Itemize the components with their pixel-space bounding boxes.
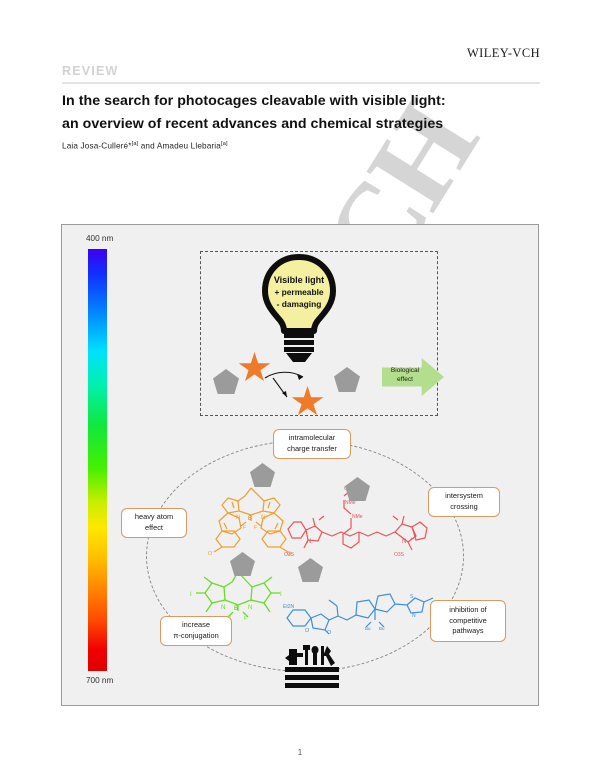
callout-isc-line-1: intersystem — [445, 491, 483, 501]
author-line: Laia Josa-Culleré*[a] and Amadeu Llebari… — [62, 141, 228, 151]
callout-inhibition-competitive-pathways[interactable]: inhibition of competitive pathways — [430, 600, 506, 642]
callout-ict-line-1: intramolecular — [288, 433, 336, 443]
callout-heavy-line-1: heavy atom — [134, 512, 174, 522]
biological-effect-label: Biological effect — [382, 367, 428, 385]
publisher-logo: WILEY-VCH — [466, 46, 540, 60]
iodine-right: I — [280, 592, 282, 598]
callout-intersystem-crossing[interactable]: intersystem crossing — [428, 487, 500, 517]
callout-ict-line-2: charge transfer — [287, 444, 337, 453]
svg-text:O: O — [305, 628, 310, 634]
fluorene-bu-1: Bu — [365, 626, 371, 631]
toolbox-icon — [285, 645, 339, 688]
svg-text:F: F — [254, 525, 257, 531]
spectrum-top-label: 400 nm — [86, 234, 114, 243]
second-author-affiliation: [a] — [220, 141, 228, 147]
cleavage-arrow-group — [264, 371, 304, 398]
section-kicker: REVIEW — [62, 64, 119, 78]
biological-effect-line-1: Biological — [390, 367, 420, 374]
svg-text:N: N — [402, 539, 406, 545]
iodine-left: I — [190, 592, 192, 598]
spectrum-bottom-label: 700 nm — [86, 676, 114, 685]
svg-text:+: + — [410, 536, 413, 541]
page-title: In the search for photocages cleavable w… — [62, 93, 446, 132]
uncaging-scheme-panel — [200, 251, 438, 416]
svg-text:F: F — [243, 525, 246, 531]
svg-text:N: N — [261, 515, 265, 521]
page-number: 1 — [297, 748, 303, 757]
lightbulb-icon: Visible light + permeable - damaging — [261, 254, 337, 364]
header-divider — [62, 82, 540, 84]
svg-text:O: O — [208, 551, 213, 556]
callout-heavy-line-2: effect — [145, 523, 163, 532]
svg-text:B: B — [234, 606, 238, 612]
svg-text:B: B — [248, 516, 252, 522]
callout-incr-line-1: increase — [182, 620, 210, 630]
cyanine-nme-upper: NMe — [345, 500, 356, 506]
biological-effect-line-2: effect — [396, 375, 413, 383]
callout-inhib-line-3: pathways — [452, 626, 484, 636]
structure-orange-bodipy: N N B F F O O — [208, 487, 292, 556]
callout-intramolecular-charge-transfer[interactable]: intramolecular charge transfer — [273, 429, 351, 459]
structure-red-cyanine: N N + NMe NMe O O3S O3S — [284, 486, 428, 558]
svg-text:N: N — [221, 605, 225, 611]
cyanine-sulfonate-left: O3S — [284, 552, 295, 558]
second-author: Amadeu Llebaria — [156, 141, 221, 151]
svg-text:O: O — [287, 551, 292, 556]
svg-text:S: S — [410, 594, 414, 600]
first-author: Laia Josa-Culleré* — [62, 141, 132, 151]
author-conjunction: and — [140, 141, 155, 151]
svg-text:N: N — [236, 515, 240, 521]
callout-isc-line-2: crossing — [450, 502, 478, 511]
svg-text:F: F — [244, 616, 247, 622]
cyanine-sulfonate-right: O3S — [394, 552, 405, 558]
svg-text:N: N — [307, 539, 311, 545]
structure-blue-coumarin: Et2N O O S N Bu Bu — [283, 593, 434, 636]
callout-inhib-line-1: inhibition of — [449, 604, 487, 614]
callout-inhib-line-2: competitive — [449, 615, 487, 625]
svg-text:O: O — [327, 630, 332, 636]
visible-spectrum-colorbar — [88, 249, 107, 671]
fluorene-bu-2: Bu — [379, 626, 385, 631]
cyanine-nme-lower: NMe — [352, 514, 363, 520]
svg-text:N: N — [248, 605, 252, 611]
callout-incr-line-2: π-conjugation — [173, 631, 219, 640]
callout-increase-pi-conjugation[interactable]: increase π-conjugation — [160, 616, 232, 646]
first-author-affiliation: [a] — [131, 141, 139, 147]
svg-text:N: N — [412, 613, 416, 619]
callout-heavy-atom-effect[interactable]: heavy atom effect — [121, 508, 187, 538]
coumarin-amine-label: Et2N — [283, 604, 295, 610]
